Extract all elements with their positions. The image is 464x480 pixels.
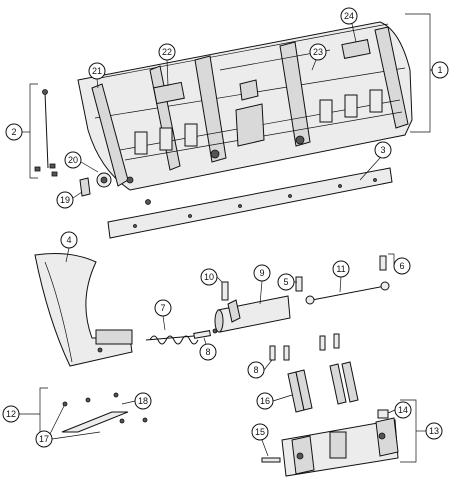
pin-10 — [221, 281, 229, 301]
callout-label: 23 — [313, 47, 323, 57]
callout-label: 5 — [283, 277, 288, 287]
callout-label: 8 — [205, 347, 210, 357]
callout-7: 7 — [154, 299, 172, 331]
callout-label: 2 — [11, 127, 16, 137]
callout-12: 12 — [2, 405, 40, 423]
callout-8a: 8 — [199, 337, 217, 361]
clip-6 — [379, 255, 387, 271]
hydraulic-cylinders — [287, 361, 359, 413]
cutting-edge — [107, 167, 393, 239]
plow-wing — [34, 253, 133, 367]
callout-18: 18 — [121, 392, 152, 410]
plow-blade-assembly — [77, 21, 413, 191]
callout-label: 13 — [429, 426, 439, 436]
callout-3: 3 — [359, 141, 392, 181]
callout-label: 10 — [204, 272, 214, 282]
callout-label: 11 — [336, 264, 345, 274]
callout-13: 13 — [416, 422, 443, 440]
callout-8b: 8 — [247, 359, 273, 379]
callout-label: 7 — [160, 303, 165, 313]
a-frame — [281, 417, 399, 477]
callout-16: 16 — [256, 392, 293, 410]
callout-label: 1 — [437, 65, 442, 75]
callout-label: 19 — [60, 195, 70, 205]
callout-6: 6 — [388, 253, 411, 275]
shaft — [305, 281, 390, 305]
callout-9: 9 — [253, 264, 271, 305]
callout-5: 5 — [277, 273, 297, 291]
tube-housing — [214, 295, 291, 333]
bolt-15 — [261, 457, 281, 463]
spring — [145, 335, 199, 345]
callout-24: 24 — [340, 7, 358, 43]
callout-20: 20 — [64, 151, 99, 173]
callout-label: 6 — [399, 261, 404, 271]
callout-21: 21 — [88, 62, 106, 89]
callout-23: 23 — [309, 43, 327, 71]
callout-17: 17 — [35, 405, 101, 448]
callout-label: 8 — [253, 365, 258, 375]
callout-label: 20 — [68, 155, 78, 165]
clip-5 — [295, 276, 303, 292]
callout-14: 14 — [387, 401, 412, 419]
callout-label: 22 — [162, 47, 172, 57]
callout-11: 11 — [332, 260, 350, 293]
callout-1: 1 — [430, 61, 449, 79]
callout-label: 15 — [255, 427, 265, 437]
callout-label: 3 — [380, 145, 385, 155]
callout-22: 22 — [158, 43, 176, 87]
callout-10: 10 — [200, 268, 223, 286]
spring-rod — [34, 89, 58, 177]
callout-label: 21 — [92, 66, 102, 76]
callout-15: 15 — [251, 423, 269, 457]
bracket-14 — [377, 409, 389, 419]
callout-label: 4 — [66, 235, 71, 245]
callout-label: 24 — [344, 11, 354, 21]
callout-label: 9 — [259, 268, 264, 278]
callout-label: 12 — [6, 409, 16, 419]
callout-4: 4 — [60, 231, 78, 263]
callout-2: 2 — [5, 123, 30, 141]
callout-19: 19 — [56, 191, 83, 209]
callout-label: 18 — [138, 396, 148, 406]
plow-shoe — [61, 392, 148, 433]
callout-label: 14 — [398, 405, 408, 415]
hitch-pins — [79, 172, 151, 205]
callout-label: 17 — [39, 434, 49, 444]
small-pins — [193, 328, 218, 339]
pins-lower — [269, 333, 340, 361]
callout-label: 16 — [260, 396, 270, 406]
